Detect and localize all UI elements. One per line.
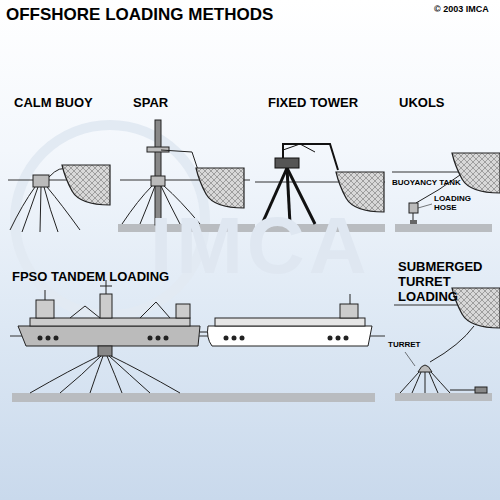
diagram-title: OFFSHORE LOADING METHODS xyxy=(6,5,273,25)
method-label: FPSO TANDEM LOADING xyxy=(12,270,169,285)
method-label: UKOLS xyxy=(399,96,445,111)
method-label: SPAR xyxy=(133,96,168,111)
watermark: IMCA xyxy=(150,200,370,292)
part-label: BUOYANCY TANK xyxy=(392,178,461,187)
copyright-note: © 2003 IMCA xyxy=(434,4,489,14)
method-label: CALM BUOY xyxy=(14,96,93,111)
part-label: TURRET xyxy=(388,340,420,349)
method-label: SUBMERGED TURRET LOADING xyxy=(398,260,490,305)
part-label: LOADING HOSE xyxy=(434,194,480,212)
method-label: FIXED TOWER xyxy=(268,96,358,111)
